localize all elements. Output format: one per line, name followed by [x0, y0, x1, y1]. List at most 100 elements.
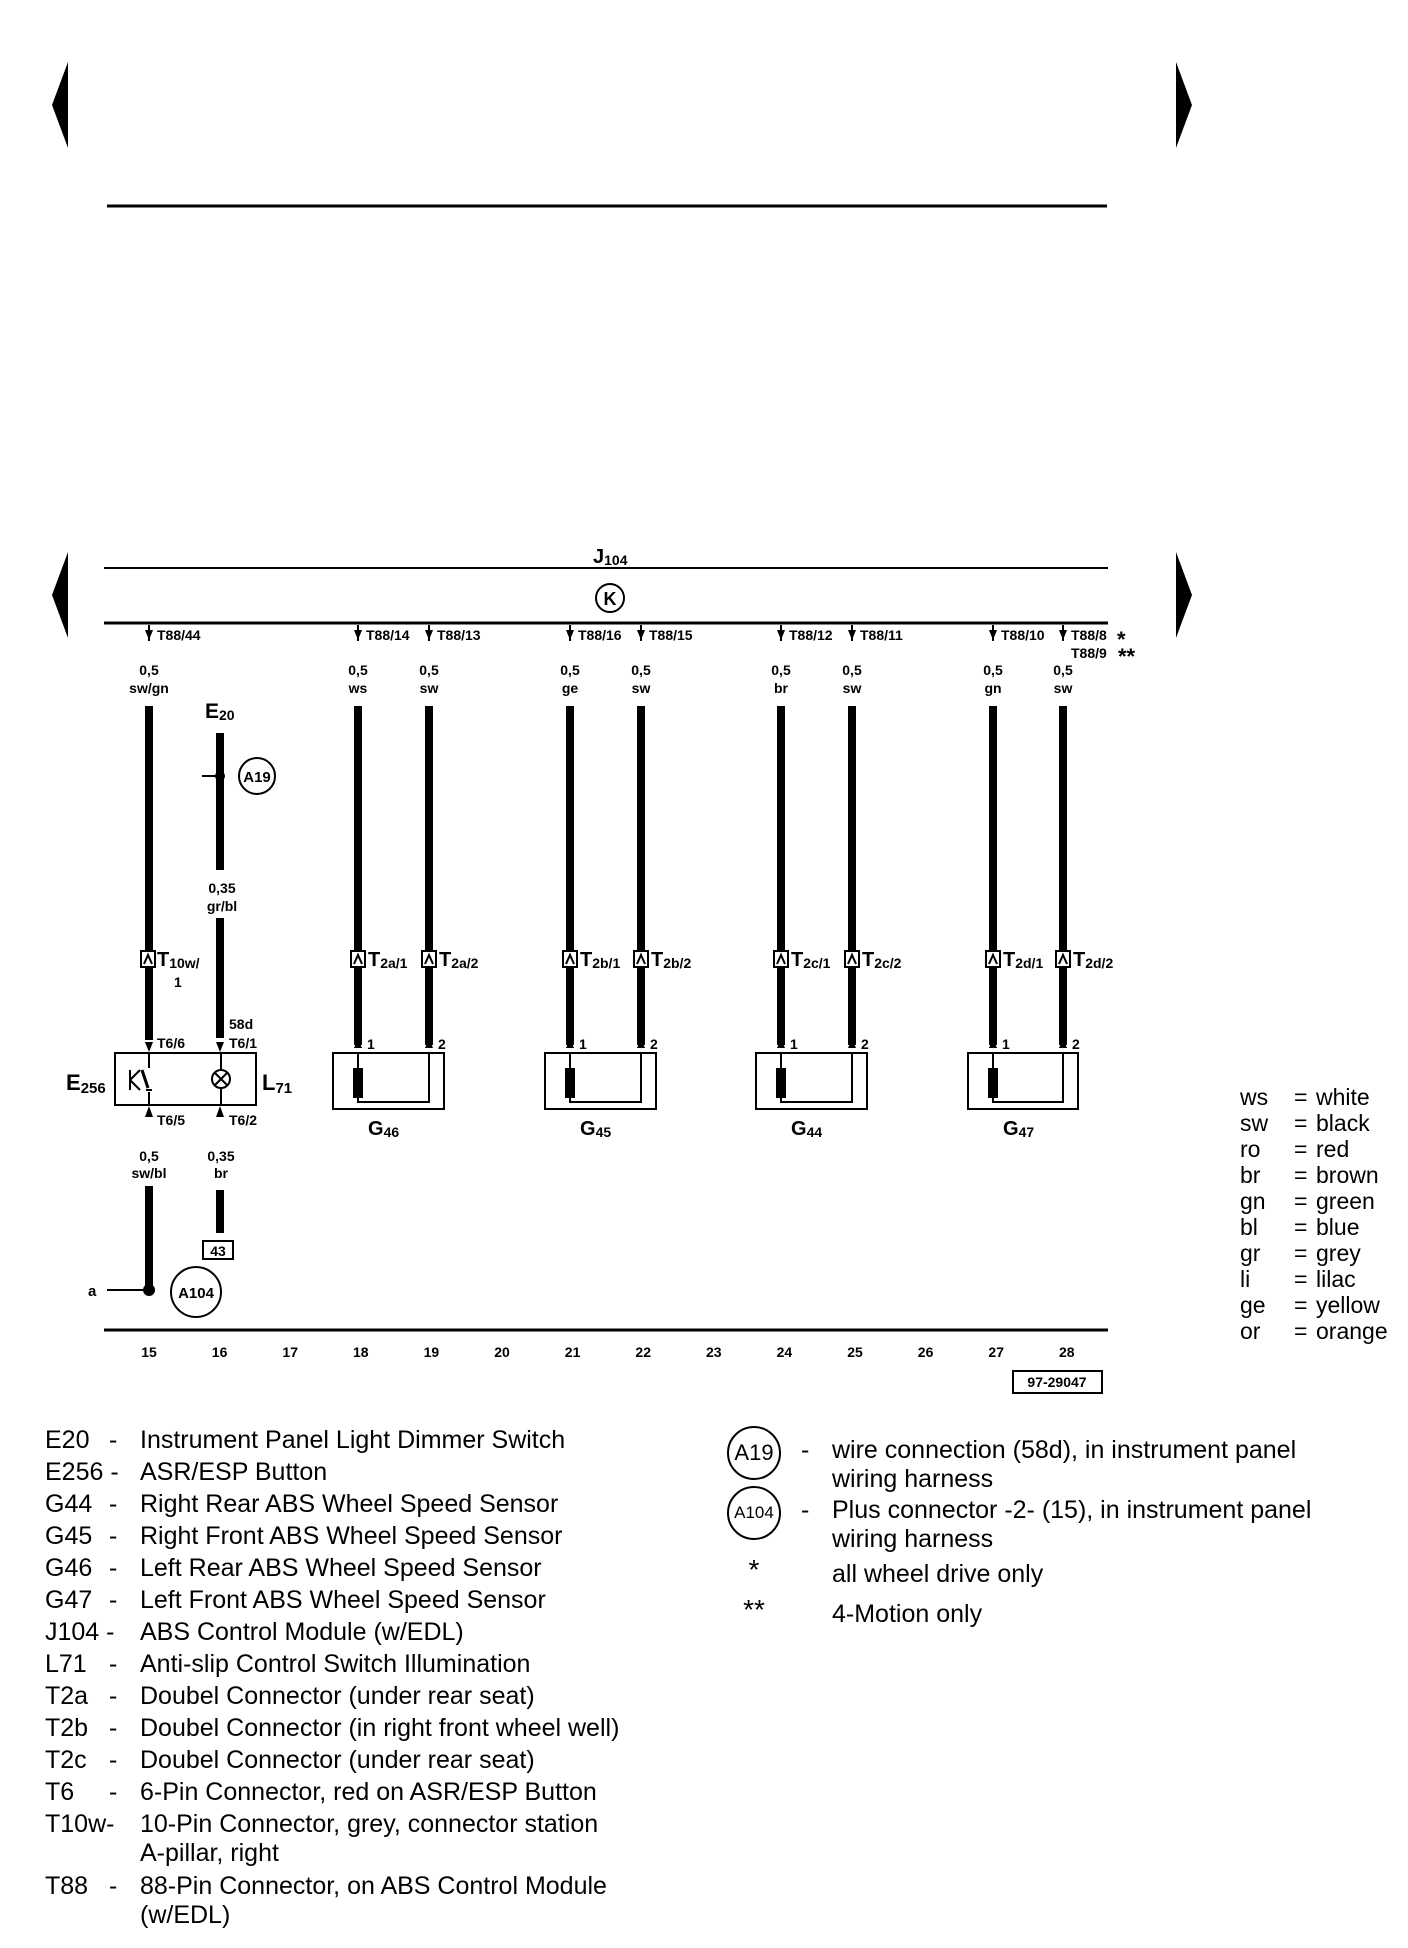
pin-label-p22: T88/15: [649, 627, 693, 643]
switch-out-left-size: 0,5: [139, 1148, 159, 1164]
connector-0-a-label: T2a/1: [368, 949, 408, 971]
color-name: black: [1316, 1110, 1370, 1136]
color-name: grey: [1316, 1240, 1361, 1266]
wire-color-p24: br: [774, 680, 789, 696]
legend-dash: -: [109, 1872, 118, 1900]
connector-a104-label: A104: [178, 1285, 215, 1302]
track-number: 23: [706, 1344, 722, 1360]
module-k-letter: K: [604, 589, 617, 609]
sensor-2-pin2: 2: [861, 1036, 869, 1052]
track-number: 24: [777, 1344, 793, 1360]
next-page-arrow-top[interactable]: [1176, 62, 1192, 148]
ref-symbol: *: [748, 1554, 760, 1585]
legend-dash: -: [109, 1490, 118, 1518]
pin-t6-5: T6/5: [157, 1112, 185, 1128]
color-abbr: ws: [1240, 1084, 1269, 1110]
switch-out-right-size: 0,35: [207, 1148, 234, 1164]
sensor-1-coil: [565, 1068, 575, 1098]
color-equals: =: [1294, 1084, 1308, 1110]
legend-dash: -: [109, 1554, 118, 1582]
ground-junction-dot: [143, 1284, 155, 1296]
color-abbr: bl: [1240, 1214, 1258, 1240]
color-equals: =: [1294, 1214, 1308, 1240]
color-abbr: br: [1240, 1162, 1261, 1188]
connector-1-b-label: T2b/2: [651, 949, 691, 971]
color-name: orange: [1316, 1318, 1388, 1344]
legend-code: T88: [45, 1872, 89, 1900]
pin-label2-p28: T88/9: [1071, 645, 1107, 661]
legend-desc: Doubel Connector (under rear seat): [140, 1682, 535, 1710]
sensor-0-coil: [353, 1068, 363, 1098]
color-equals: =: [1294, 1136, 1308, 1162]
l71-label: L71: [262, 1070, 292, 1097]
ref-desc: Plus connector -2- (15), in instrument p…: [832, 1496, 1312, 1553]
color-equals: =: [1294, 1266, 1308, 1292]
sensor-2-pin1-arrow: [777, 1039, 785, 1048]
color-name: blue: [1316, 1214, 1360, 1240]
legend-code: L71: [45, 1650, 87, 1678]
color-equals: =: [1294, 1110, 1308, 1136]
connector-0-b-chevron: [424, 952, 434, 965]
pin-label-p25: T88/11: [860, 627, 903, 643]
pin-t6-1-arrow: [216, 1042, 224, 1052]
color-abbr: or: [1240, 1318, 1261, 1344]
sensor-3-pin1: 1: [1002, 1036, 1010, 1052]
pin-t6-2-arrow: [216, 1106, 224, 1117]
wire-color-p19: sw: [420, 680, 439, 696]
ref-desc: wire connection (58d), in instrument pan…: [832, 1436, 1297, 1493]
connector-0-b-label: T2a/2: [439, 949, 479, 971]
sensor-1-label: G45: [580, 1118, 611, 1140]
sensor-2-box: [755, 1052, 868, 1110]
legend-desc-cont: (w/EDL): [140, 1901, 231, 1929]
track-number: 25: [847, 1344, 863, 1360]
legend-code: T2b: [45, 1714, 89, 1742]
pin-label-p28: T88/8: [1071, 627, 1107, 643]
next-page-arrow-bottom[interactable]: [1176, 552, 1192, 638]
track-number: 26: [918, 1344, 934, 1360]
t10w-connector-symbol: [140, 950, 156, 968]
module-k-symbol: [595, 583, 625, 613]
pin-label-p15: T88/44: [157, 627, 201, 643]
sensor-3-box: [967, 1052, 1079, 1110]
connector-a104: [170, 1266, 222, 1318]
legend-desc: ASR/ESP Button: [140, 1458, 328, 1486]
legend-desc: Right Front ABS Wheel Speed Sensor: [140, 1522, 563, 1550]
legend-desc: Left Rear ABS Wheel Speed Sensor: [140, 1554, 542, 1582]
wire-size-p18: 0,5: [348, 662, 368, 678]
legend-code: G45: [45, 1522, 93, 1550]
legend-code: J104 -: [45, 1618, 115, 1646]
ref-box-43: [202, 1240, 234, 1260]
legend-dash: -: [109, 1650, 118, 1678]
legend-code: E20: [45, 1426, 90, 1454]
sensor-0-pin2-arrow: [425, 1039, 433, 1048]
color-abbr: gn: [1240, 1188, 1266, 1214]
legend-desc: Right Rear ABS Wheel Speed Sensor: [140, 1490, 559, 1518]
wire-color-p27: gn: [984, 680, 1001, 696]
prev-page-arrow-top[interactable]: [52, 62, 68, 148]
pin-t6-2: T6/2: [229, 1112, 257, 1128]
sensor-3-pin1-arrow: [989, 1039, 997, 1048]
legend-code: G46: [45, 1554, 93, 1582]
e20-wire-size: 0,35: [208, 880, 235, 896]
e20-wire-color: gr/bl: [207, 898, 237, 914]
color-name: brown: [1316, 1162, 1379, 1188]
connector-3-a-label: T2d/1: [1003, 949, 1043, 971]
prev-page-arrow-bottom[interactable]: [52, 552, 68, 638]
color-abbr: li: [1240, 1266, 1251, 1292]
sensor-0-return: [357, 1053, 430, 1103]
ref-desc: all wheel drive only: [832, 1560, 1044, 1588]
legend-dash: -: [109, 1426, 118, 1454]
legend-dash: -: [109, 1682, 118, 1710]
connector-1-b-chevron: [636, 952, 646, 965]
e20-label: E20: [205, 700, 235, 723]
connector-2-a-chevron: [776, 952, 786, 965]
sensor-0-pin2: 2: [438, 1036, 446, 1052]
connector-a19-label: A19: [243, 769, 271, 786]
track-number: 16: [212, 1344, 228, 1360]
l71-bulb-symbol: [211, 1069, 231, 1089]
wire-color-p21: ge: [562, 680, 579, 696]
pin-label-p18: T88/14: [366, 627, 410, 643]
wire-size-p21: 0,5: [560, 662, 580, 678]
color-equals: =: [1294, 1188, 1308, 1214]
pin-label-p27: T88/10: [1001, 627, 1045, 643]
